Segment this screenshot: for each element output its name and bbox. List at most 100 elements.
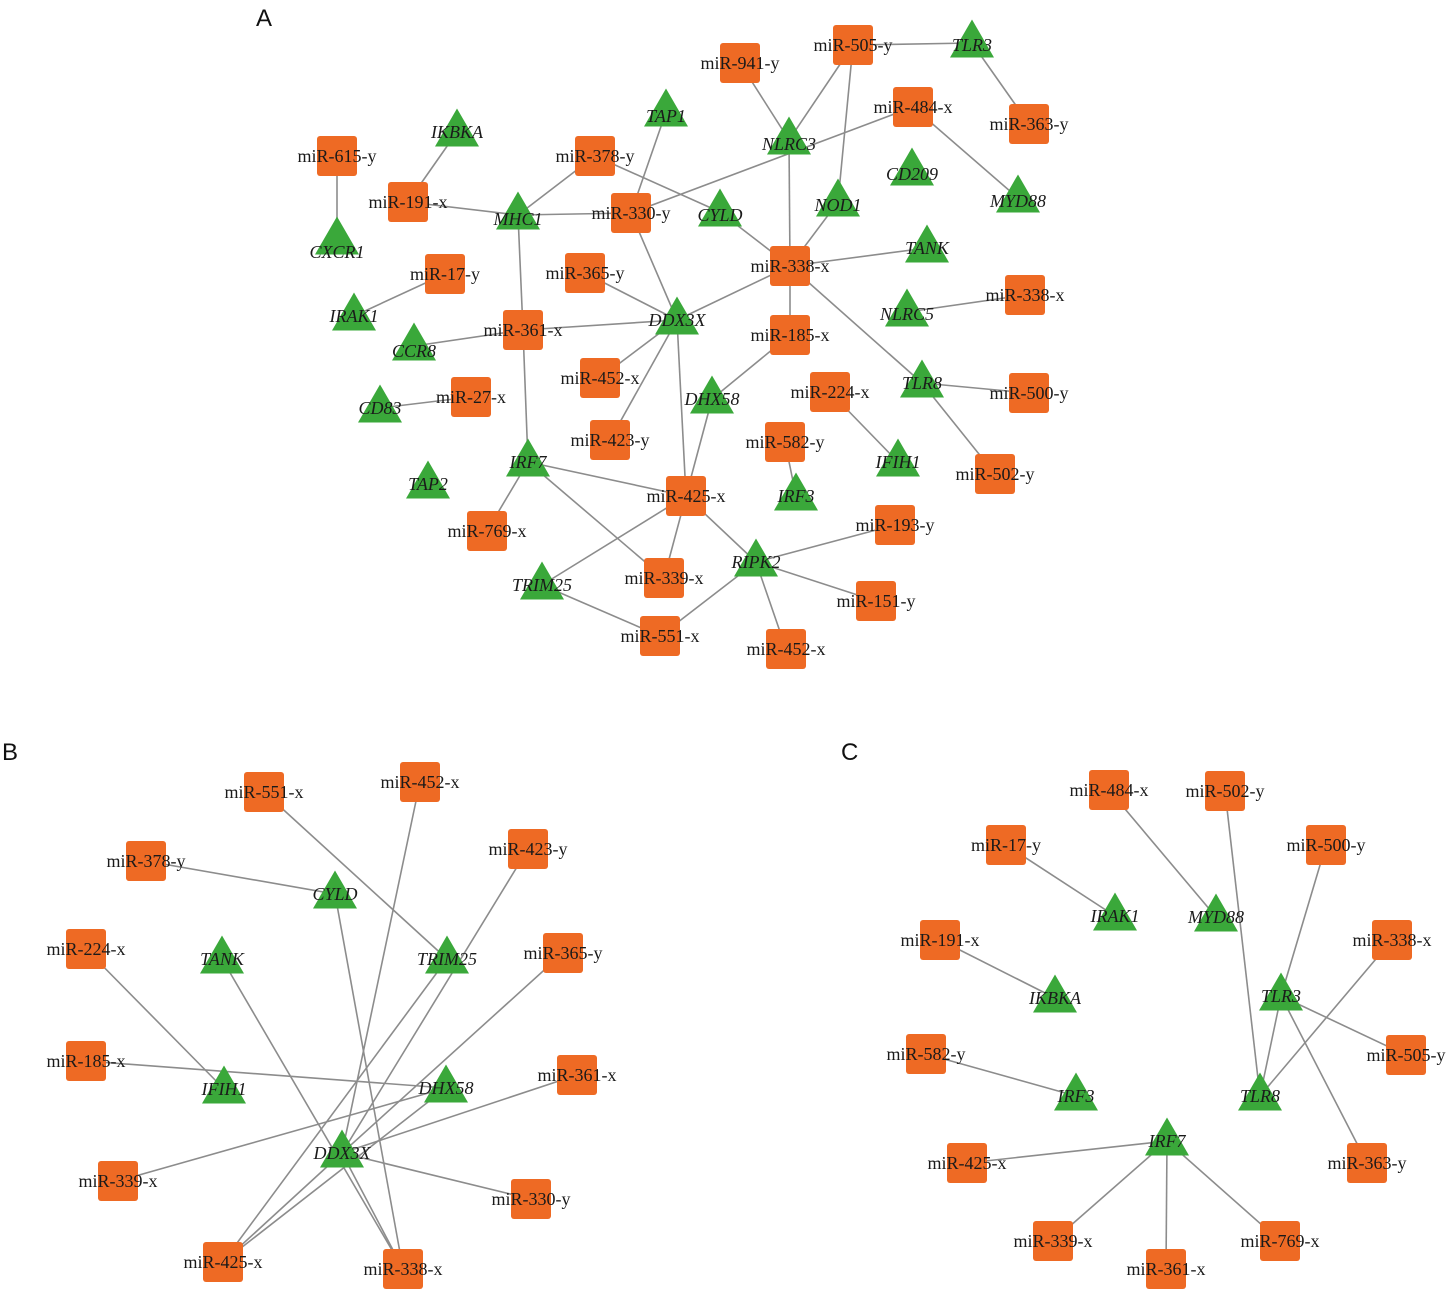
gene-node-b_dhx58[interactable]: DHX58 bbox=[418, 1064, 474, 1103]
mirna-node-b_mir551x[interactable]: miR-551-x bbox=[225, 772, 304, 812]
mirna-node-a_mir365y[interactable]: miR-365-y bbox=[546, 253, 625, 293]
gene-node-b_trim25[interactable]: TRIM25 bbox=[417, 935, 477, 974]
gene-node-a_nlrc5[interactable]: NLRC5 bbox=[879, 288, 934, 327]
gene-node-c_tlr3[interactable]: TLR3 bbox=[1259, 972, 1303, 1011]
gene-node-a_irf3[interactable]: IRF3 bbox=[774, 472, 818, 511]
gene-node-a_cd209[interactable]: CD209 bbox=[886, 147, 938, 186]
mirna-node-a_mir452x[interactable]: miR-452-x bbox=[561, 358, 640, 398]
mirna-node-a_mir224x[interactable]: miR-224-x bbox=[791, 372, 870, 412]
node-label: miR-338-x bbox=[986, 285, 1065, 305]
mirna-node-c_mir425x[interactable]: miR-425-x bbox=[928, 1143, 1007, 1183]
mirna-node-c_mir505y[interactable]: miR-505-y bbox=[1367, 1035, 1446, 1075]
gene-triangle bbox=[496, 191, 540, 230]
mirna-node-a_mir484x[interactable]: miR-484-x bbox=[874, 87, 953, 127]
gene-node-a_ripk2[interactable]: RIPK2 bbox=[731, 538, 781, 577]
mirna-node-a_mir185x[interactable]: miR-185-x bbox=[751, 315, 830, 355]
gene-node-a_tlr8[interactable]: TLR8 bbox=[900, 359, 944, 398]
gene-node-b_cyld[interactable]: CYLD bbox=[312, 870, 358, 909]
mirna-node-a_mir330y[interactable]: miR-330-y bbox=[592, 193, 671, 233]
mirna-node-a_mir378y[interactable]: miR-378-y bbox=[556, 136, 635, 176]
gene-node-a_dhx58[interactable]: DHX58 bbox=[684, 375, 740, 414]
mirna-node-c_mir363y[interactable]: miR-363-y bbox=[1328, 1143, 1407, 1183]
mirna-node-a_mir191x[interactable]: miR-191-x bbox=[369, 182, 448, 222]
mirna-node-c_mir338x[interactable]: miR-338-x bbox=[1353, 920, 1432, 960]
gene-node-c_irf7[interactable]: IRF7 bbox=[1145, 1117, 1189, 1156]
mirna-square bbox=[1146, 1249, 1186, 1289]
gene-node-a_ikbka[interactable]: IKBKA bbox=[430, 108, 484, 147]
gene-node-a_irf7[interactable]: IRF7 bbox=[506, 438, 550, 477]
gene-triangle bbox=[313, 870, 357, 909]
mirna-node-a_mir941y[interactable]: miR-941-y bbox=[701, 43, 780, 83]
mirna-node-c_mir500y[interactable]: miR-500-y bbox=[1287, 825, 1366, 865]
mirna-node-b_mir378y[interactable]: miR-378-y bbox=[107, 841, 186, 881]
mirna-node-b_mir339x[interactable]: miR-339-x bbox=[79, 1161, 158, 1201]
mirna-node-a_mir17y[interactable]: miR-17-y bbox=[410, 254, 480, 294]
gene-node-a_ddx3x[interactable]: DDX3X bbox=[648, 296, 707, 335]
mirna-node-a_mir582y[interactable]: miR-582-y bbox=[746, 422, 825, 462]
mirna-node-c_mir484x[interactable]: miR-484-x bbox=[1070, 770, 1149, 810]
gene-node-a_myd88[interactable]: MYD88 bbox=[989, 174, 1046, 213]
mirna-node-b_mir330y[interactable]: miR-330-y bbox=[492, 1179, 571, 1219]
gene-node-a_ifih1[interactable]: IFIH1 bbox=[875, 438, 921, 477]
mirna-node-a_mir151y[interactable]: miR-151-y bbox=[837, 581, 916, 621]
mirna-node-c_mir191x[interactable]: miR-191-x bbox=[901, 920, 980, 960]
gene-node-c_tlr8[interactable]: TLR8 bbox=[1238, 1072, 1282, 1111]
node-label: miR-17-y bbox=[971, 835, 1041, 855]
node-label: NLRC3 bbox=[761, 134, 816, 154]
gene-node-c_myd88[interactable]: MYD88 bbox=[1187, 893, 1244, 932]
gene-node-a_nod1[interactable]: NOD1 bbox=[813, 178, 862, 217]
mirna-node-a_mir423y[interactable]: miR-423-y bbox=[571, 420, 650, 460]
gene-node-c_irf3[interactable]: IRF3 bbox=[1054, 1072, 1098, 1111]
mirna-node-a_mir339x[interactable]: miR-339-x bbox=[625, 558, 704, 598]
node-label: IRAK1 bbox=[1090, 906, 1140, 926]
mirna-node-b_mir365y[interactable]: miR-365-y bbox=[524, 933, 603, 973]
gene-node-b_ifih1[interactable]: IFIH1 bbox=[201, 1065, 247, 1104]
gene-node-a_tank[interactable]: TANK bbox=[905, 224, 950, 263]
mirna-node-a_mir500y[interactable]: miR-500-y bbox=[990, 373, 1069, 413]
mirna-node-a_mir505y[interactable]: miR-505-y bbox=[814, 25, 893, 65]
mirna-node-b_mir452x[interactable]: miR-452-x bbox=[381, 762, 460, 802]
mirna-node-a_mir769x[interactable]: miR-769-x bbox=[448, 511, 527, 551]
gene-node-a_tlr3[interactable]: TLR3 bbox=[950, 19, 994, 58]
mirna-node-b_mir224x[interactable]: miR-224-x bbox=[47, 929, 126, 969]
gene-node-a_tap2[interactable]: TAP2 bbox=[406, 460, 450, 499]
node-label: TRIM25 bbox=[512, 575, 572, 595]
gene-node-a_tap1[interactable]: TAP1 bbox=[644, 88, 688, 127]
mirna-node-c_mir339x[interactable]: miR-339-x bbox=[1014, 1221, 1093, 1261]
gene-node-a_cd83[interactable]: CD83 bbox=[358, 384, 402, 423]
mirna-node-a_mir363y[interactable]: miR-363-y bbox=[990, 104, 1069, 144]
node-label: TANK bbox=[200, 949, 245, 969]
mirna-node-a_mir425x[interactable]: miR-425-x bbox=[647, 476, 726, 516]
mirna-node-a_mir615y[interactable]: miR-615-y bbox=[298, 136, 377, 176]
mirna-node-b_mir425x[interactable]: miR-425-x bbox=[184, 1242, 263, 1282]
gene-node-a_trim25[interactable]: TRIM25 bbox=[512, 561, 572, 600]
gene-node-b_tank[interactable]: TANK bbox=[200, 935, 245, 974]
gene-node-c_irak1[interactable]: IRAK1 bbox=[1090, 892, 1140, 931]
mirna-node-a_mir452x_b[interactable]: miR-452-x bbox=[747, 629, 826, 669]
mirna-node-c_mir361x[interactable]: miR-361-x bbox=[1127, 1249, 1206, 1289]
mirna-node-c_mir769x[interactable]: miR-769-x bbox=[1241, 1221, 1320, 1261]
mirna-node-b_mir185x[interactable]: miR-185-x bbox=[47, 1041, 126, 1081]
gene-node-b_ddx3x[interactable]: DDX3X bbox=[313, 1129, 372, 1168]
gene-node-a_cxcr1[interactable]: CXCR1 bbox=[309, 216, 365, 262]
mirna-node-a_mir502y[interactable]: miR-502-y bbox=[956, 454, 1035, 494]
mirna-node-c_mir17y[interactable]: miR-17-y bbox=[971, 825, 1041, 865]
mirna-node-a_mir338x[interactable]: miR-338-x bbox=[751, 246, 830, 286]
mirna-node-a_mir27x[interactable]: miR-27-x bbox=[436, 377, 506, 417]
gene-node-c_ikbka[interactable]: IKBKA bbox=[1028, 974, 1082, 1013]
mirna-node-a_mir361x[interactable]: miR-361-x bbox=[484, 310, 563, 350]
mirna-node-a_mir193y[interactable]: miR-193-y bbox=[856, 505, 935, 545]
mirna-node-c_mir582y[interactable]: miR-582-y bbox=[887, 1034, 966, 1074]
mirna-node-b_mir423y[interactable]: miR-423-y bbox=[489, 829, 568, 869]
mirna-node-b_mir361x[interactable]: miR-361-x bbox=[538, 1055, 617, 1095]
mirna-node-c_mir502y[interactable]: miR-502-y bbox=[1186, 771, 1265, 811]
mirna-node-a_mir338x_b[interactable]: miR-338-x bbox=[986, 275, 1065, 315]
gene-node-a_ccr8[interactable]: CCR8 bbox=[392, 322, 436, 361]
mirna-node-b_mir338x[interactable]: miR-338-x bbox=[364, 1249, 443, 1289]
gene-node-a_mhc1[interactable]: MHC1 bbox=[493, 191, 543, 230]
mirna-node-a_mir551x[interactable]: miR-551-x bbox=[621, 616, 700, 656]
gene-node-a_nlrc3[interactable]: NLRC3 bbox=[761, 116, 816, 155]
gene-node-a_cyld[interactable]: CYLD bbox=[697, 188, 743, 227]
gene-node-a_irak1[interactable]: IRAK1 bbox=[329, 292, 379, 331]
